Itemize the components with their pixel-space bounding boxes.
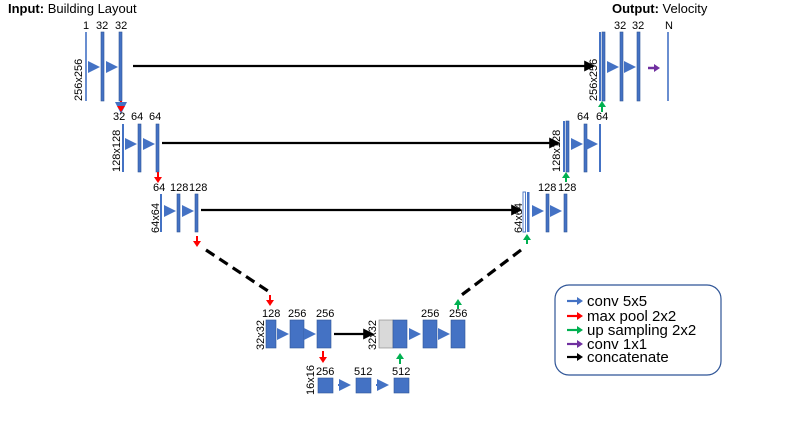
legend-upsample-head — [577, 326, 583, 334]
l1-block-right-1 — [601, 31, 606, 102]
l2-block-right-2 — [583, 123, 588, 173]
l4-upsample-up-head — [396, 353, 404, 359]
l2-upsample-head — [562, 172, 570, 178]
l4-copy-block — [378, 319, 394, 349]
l4-block-right-3 — [450, 319, 466, 349]
l3-block-right-3 — [563, 193, 568, 233]
l3-block-left-2 — [176, 193, 181, 233]
l5-ch-1: 256 — [316, 366, 334, 378]
l5-block-1 — [317, 377, 334, 394]
l2-ch-left-2: 64 — [131, 111, 143, 123]
l1-maxpool-head — [117, 106, 125, 112]
l2-ch-left-1: 32 — [113, 111, 125, 123]
l1-ch-left-1: 1 — [83, 20, 89, 32]
l5-dim: 16x16 — [305, 365, 317, 395]
l3-maxpool-head — [193, 241, 201, 247]
l4-block-right-1 — [392, 319, 408, 349]
legend-concat-head — [577, 353, 583, 361]
l3-dim-left: 64x64 — [150, 203, 162, 233]
output-title: Output: Velocity — [612, 1, 708, 16]
l4-ch-left-3: 256 — [316, 308, 334, 320]
l4-dim-right: 32x32 — [367, 320, 379, 350]
l3-block-left-1 — [160, 194, 162, 232]
l3-ch-right-1: 128 — [538, 182, 556, 194]
l1-copy-block — [599, 32, 601, 101]
l5-ch-2: 512 — [354, 366, 372, 378]
l1-ch-right-3: N — [665, 20, 673, 32]
l3-ch-left-2: 128 — [170, 182, 188, 194]
l3-block-right-1 — [527, 192, 530, 232]
legend-maxpool-head — [577, 312, 583, 320]
legend-conv-label: conv 5x5 — [587, 293, 647, 310]
l4-ch-left-1: 128 — [262, 308, 280, 320]
l4-ch-right-1: 256 — [421, 308, 439, 320]
l4-block-left-3 — [316, 319, 332, 349]
l1-ch-left-3: 32 — [115, 20, 127, 32]
l4-upsample-head — [454, 299, 462, 305]
l4-block-left-2 — [289, 319, 305, 349]
l4-block-left-1 — [265, 319, 277, 349]
l2-block-right-3 — [599, 124, 601, 172]
dashed-connector-left — [205, 248, 269, 293]
l1-conv1x1-head — [654, 64, 660, 72]
l1-block-right-3 — [636, 31, 641, 102]
l3-ch-left-3: 128 — [189, 182, 207, 194]
l2-ch-right-2: 64 — [596, 111, 608, 123]
l4-maxpool-head — [266, 300, 274, 306]
l5-ch-3: 512 — [392, 366, 410, 378]
legend-conv-head — [577, 297, 583, 305]
l4-dim-left: 32x32 — [255, 320, 267, 350]
l2-block-left-1 — [122, 124, 124, 172]
l3-copy-block — [522, 191, 526, 233]
l1-dim-right: 256x256 — [588, 59, 600, 101]
l1-ch-left-2: 32 — [96, 20, 108, 32]
l1-block-right-2 — [619, 31, 624, 102]
l1-dim-left: 256x256 — [73, 59, 85, 101]
l3-upsample-head — [523, 234, 531, 240]
l2-dim-left: 128x128 — [111, 130, 123, 172]
legend-maxpool-label: max pool 2x2 — [587, 308, 676, 325]
l2-maxpool-head — [154, 177, 162, 183]
l1-block-left-2 — [100, 31, 105, 102]
legend-box — [554, 284, 722, 376]
l1-block-left-3 — [118, 31, 123, 102]
l2-ch-left-3: 64 — [149, 111, 161, 123]
legend-conv1x1-head — [577, 340, 583, 348]
legend-concat-label: concatenate — [587, 349, 669, 366]
l2-ch-right-1: 64 — [577, 111, 589, 123]
legend-upsample-label: up sampling 2x2 — [587, 322, 696, 339]
l3-block-right-2 — [545, 193, 550, 233]
l3-dim-right: 64x64 — [513, 203, 525, 233]
l5-block-2 — [355, 377, 372, 394]
l5-block-3 — [393, 377, 410, 394]
l2-block-right-1 — [565, 120, 570, 173]
l4-ch-left-2: 256 — [288, 308, 306, 320]
l3-block-left-3 — [194, 193, 199, 233]
l2-block-left-2 — [137, 123, 142, 173]
l2-copy-block — [563, 121, 565, 172]
dashed-connector-right — [458, 248, 522, 299]
l2-dim-right: 128x128 — [551, 130, 563, 172]
l4-ch-right-2: 256 — [449, 308, 467, 320]
l3-ch-right-2: 128 — [558, 182, 576, 194]
l1-ch-right-1: 32 — [614, 20, 626, 32]
legend-conv1x1-label: conv 1x1 — [587, 336, 647, 353]
l4-maxpool-down-head — [319, 357, 327, 363]
l1-ch-right-2: 32 — [632, 20, 644, 32]
legend: conv 5x5 max pool 2x2 up sampling 2x2 co… — [554, 284, 722, 376]
l3-ch-left-1: 64 — [153, 182, 165, 194]
l4-block-right-2 — [422, 319, 438, 349]
input-title: Input: Building Layout — [8, 1, 137, 16]
l2-block-left-3 — [155, 123, 160, 173]
l1-upsample-head — [598, 101, 606, 107]
